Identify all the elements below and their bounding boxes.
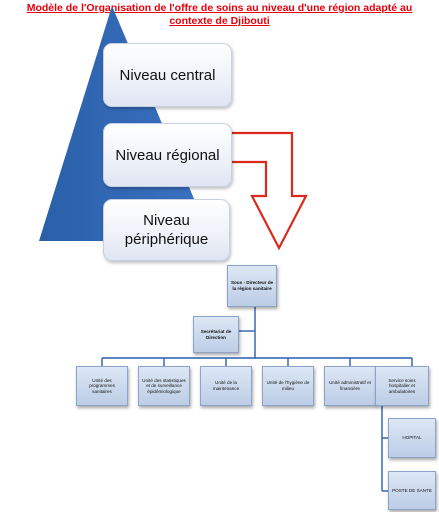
org-unit-maintenance: Unité de la maintenance bbox=[200, 366, 252, 406]
level-regional: Niveau régional bbox=[103, 123, 232, 187]
org-unit-administratif: Unité administratif et financière bbox=[324, 366, 376, 406]
org-connectors bbox=[101, 307, 413, 492]
org-unit-programmes: Unité des programmes sanitaires bbox=[76, 366, 128, 406]
org-secretariat: Secrétariat de Direction bbox=[193, 316, 239, 353]
org-unit-statistiques: Unité des statistiques et de surveillanc… bbox=[138, 366, 190, 406]
org-sub-hopital: HOPITAL bbox=[388, 418, 436, 458]
title-line-2: contexte de Djibouti bbox=[169, 15, 270, 27]
org-director: Sous - Directeur de la région sanitaire bbox=[227, 265, 277, 307]
level-peripheral: Niveau périphérique bbox=[103, 199, 230, 261]
red-arrow bbox=[226, 131, 308, 251]
title-line-1: Modèle de l'Organisation de l'offre de s… bbox=[26, 2, 413, 14]
org-unit-soins: Service soins hospitalier et ambulatoire… bbox=[375, 366, 429, 406]
org-sub-poste-sante: POSTE DE SANTE bbox=[388, 471, 436, 510]
org-unit-hygiene: Unité de l'hygiène de milieu bbox=[262, 366, 314, 406]
level-central: Niveau central bbox=[103, 43, 232, 107]
